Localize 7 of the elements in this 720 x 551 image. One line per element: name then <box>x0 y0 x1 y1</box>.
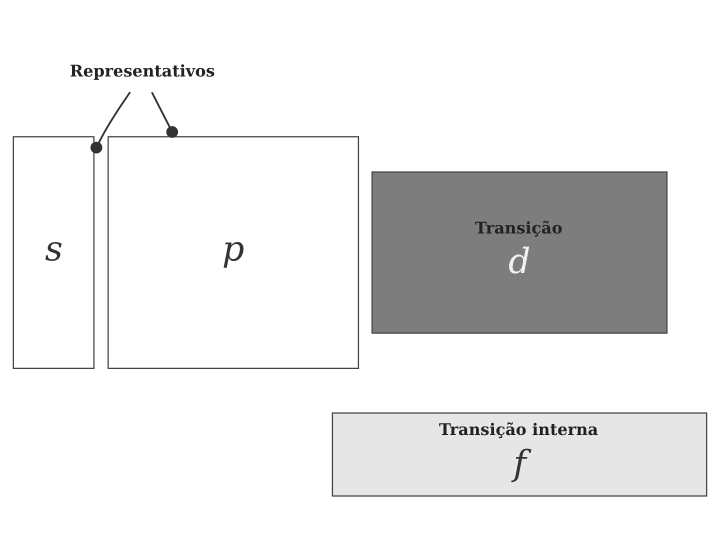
node-box: Transição interna f <box>332 412 708 497</box>
node-box: p <box>108 136 360 370</box>
connector <box>151 92 178 138</box>
node-box: Transição d <box>371 171 668 334</box>
node-box: s <box>12 136 95 370</box>
connector <box>90 92 131 154</box>
node-text: Representativos <box>70 62 215 81</box>
